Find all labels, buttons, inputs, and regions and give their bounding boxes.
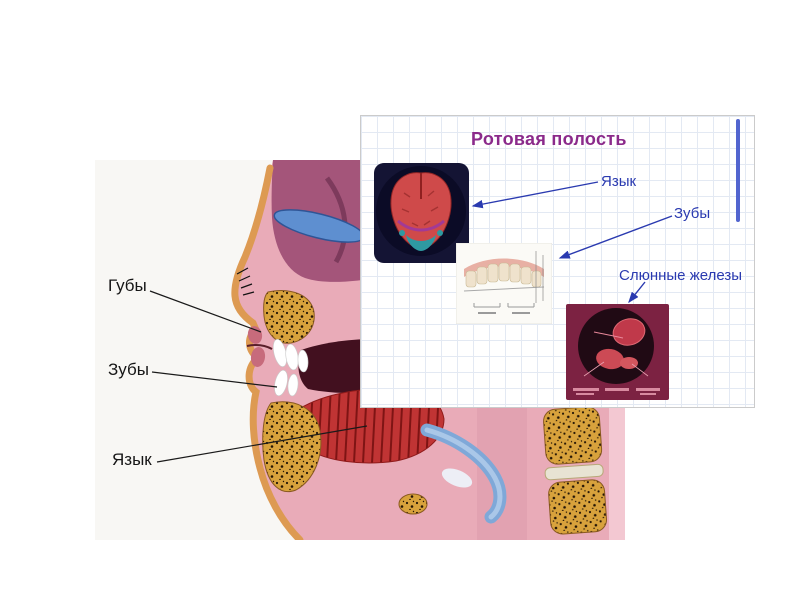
face-profile-outline: [231, 164, 304, 540]
airway: [420, 423, 507, 524]
panel-label-teeth: Зубы: [674, 205, 711, 222]
vertebral-column: [543, 406, 608, 535]
oral-cavity-panel: Ротовая полость: [360, 115, 755, 408]
figure-label-lips: Губы: [108, 276, 147, 295]
arrow-to-glands: [628, 281, 646, 304]
panel-label-glands: Слюнные железы: [619, 267, 742, 284]
mandible-bone: [262, 401, 322, 492]
salivary-glands-photo: [566, 304, 669, 400]
arrow-to-teeth: [558, 215, 673, 259]
bristles: [236, 267, 255, 296]
maxilla-bone: [263, 290, 315, 344]
panel-title: Ротовая полость: [471, 129, 627, 149]
teeth-diagram: [456, 243, 552, 324]
label-pointer-lines: [149, 290, 368, 463]
back-skin-band: [609, 400, 625, 540]
hyoid-bone: [398, 493, 428, 515]
panel-label-tongue: Язык: [601, 173, 637, 190]
tongue-photo: [374, 163, 469, 263]
accent-line: [736, 119, 740, 222]
figure-label-tongue: Язык: [112, 450, 152, 469]
arrow-to-tongue: [471, 181, 599, 209]
figure-label-teeth: Зубы: [108, 360, 149, 379]
teeth-shapes: [272, 339, 309, 397]
neck-tissue: [477, 408, 527, 540]
